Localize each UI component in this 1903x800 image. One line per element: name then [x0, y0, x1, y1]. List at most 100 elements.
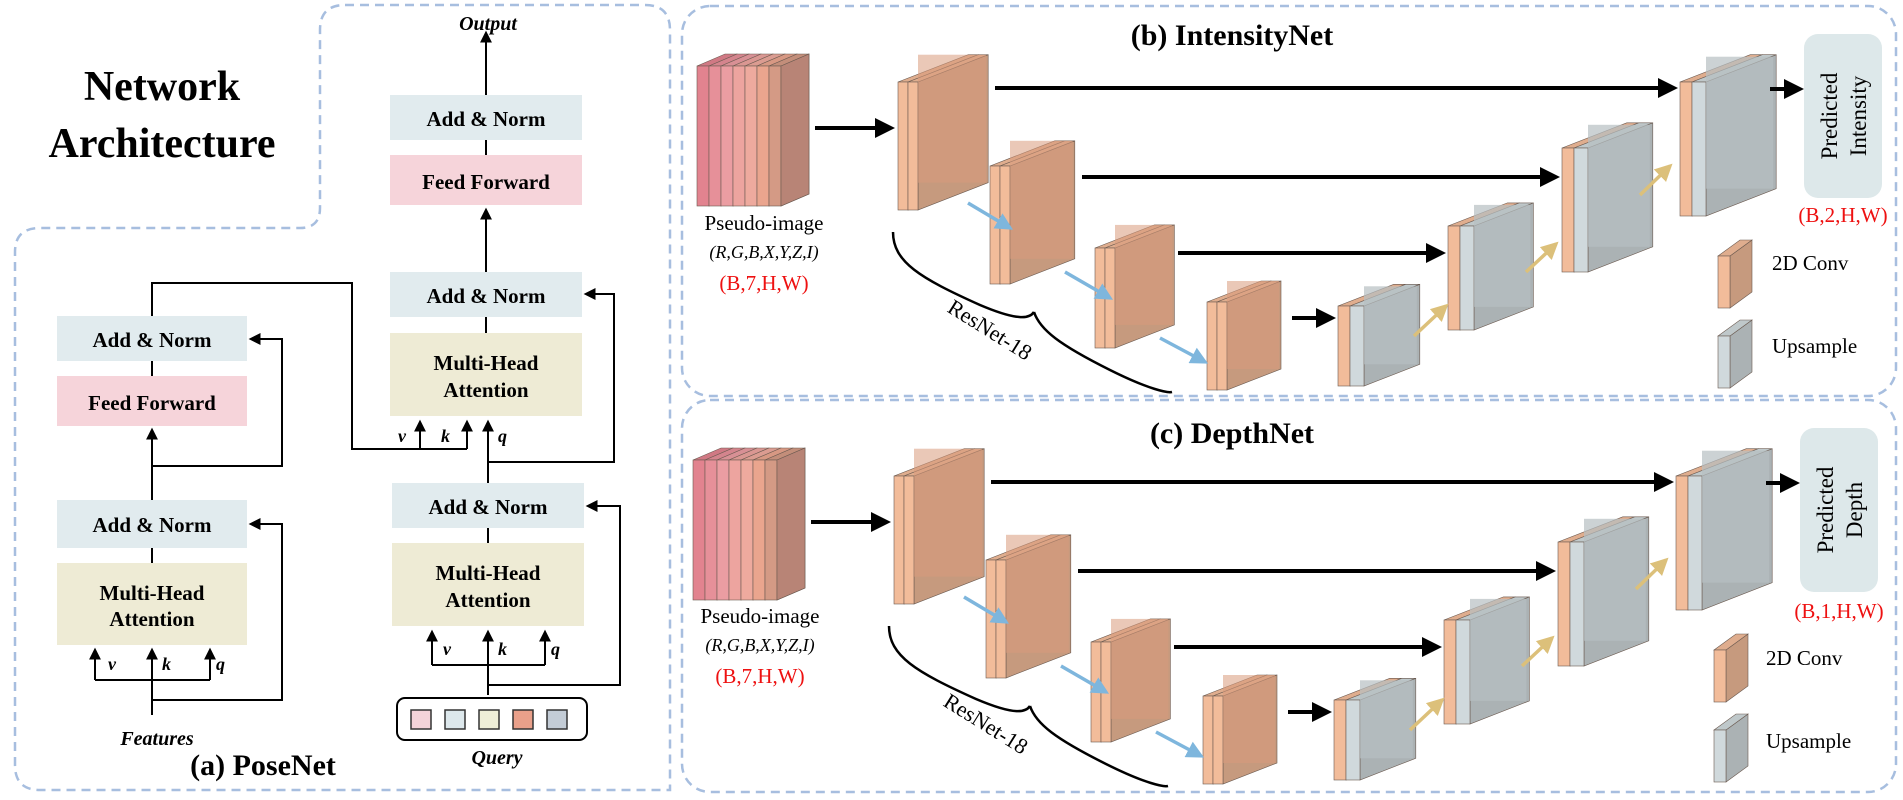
intensitynet-dec-block-3-upsample-front: [1459, 225, 1475, 331]
intensitynet-down-arrow-1: [967, 201, 1014, 230]
depthnet-panel-border: [680, 398, 1898, 794]
decoder-cross-attention: [390, 333, 582, 416]
figure-title-line1: Network: [84, 64, 241, 110]
depthnet-enc-block-1-body: [914, 448, 983, 577]
depthnet-up-arrow-3: [1634, 557, 1669, 591]
depthnet-enc-block-1: [893, 448, 985, 605]
depthnet-legend-conv-icon: [1713, 633, 1749, 703]
decoder-add-norm-mid-label: Add & Norm: [427, 284, 547, 308]
intensitynet-dec-block-4-upsample-front: [1349, 305, 1365, 387]
intensitynet-legend-conv-label: 2D Conv: [1772, 251, 1849, 275]
intensitynet-enc-block-3-layer-1-front: [1094, 247, 1106, 349]
intensitynet-enc-block-1-body: [918, 54, 987, 183]
depthnet-enc-block-4-body: [1223, 675, 1275, 763]
encoder-mha-label-1: Multi-Head: [100, 581, 205, 605]
intensitynet-resnet-brace: [891, 231, 1173, 394]
depthnet-down-arrow-3: [1155, 730, 1205, 758]
query-label: Query: [471, 747, 522, 769]
depthnet-input-slice-7-front: [764, 459, 778, 601]
depthnet-input-slice-4-front: [728, 459, 742, 601]
posenet-panel-border: [13, 3, 672, 792]
encoder-mha-label-2: Attention: [109, 607, 194, 631]
intensitynet-dec-block-2-body: [1588, 124, 1650, 247]
cross-k-label: k: [441, 426, 450, 446]
decoder-cross-attention-label-2: Attention: [443, 378, 528, 402]
depthnet-output-box: [1800, 428, 1878, 592]
posenet-caption: (a) PoseNet: [190, 749, 336, 782]
intensitynet-legend-upsample-label: Upsample: [1772, 334, 1857, 358]
intensitynet-output-shape: (B,2,H,W): [1798, 203, 1887, 227]
intensitynet-dec-block-1-conv-slice-front: [1679, 81, 1693, 217]
depthnet-enc-block-4-layer-1-front: [1202, 695, 1214, 785]
decoder-feed-forward: [390, 155, 582, 205]
output-label: Output: [459, 13, 518, 35]
enc-v-label: v: [108, 654, 117, 674]
depthnet-down-arrow-1: [963, 595, 1010, 624]
depthnet-dec-block-3-upsample-front: [1455, 619, 1471, 725]
depthnet-input-slice-2-front: [704, 459, 718, 601]
depthnet-input-shape: (B,7,H,W): [715, 664, 804, 688]
depthnet-pseudo-image: [692, 447, 806, 601]
encoder-feed-forward-label: Feed Forward: [88, 391, 216, 415]
depthnet-enc-block-3: [1090, 618, 1171, 743]
intensitynet-enc-block-4-body: [1227, 281, 1279, 369]
depthnet-output-label-2: Depth: [1842, 481, 1867, 538]
intensitynet-dec-block-4: [1337, 283, 1421, 387]
depthnet-enc-block-2-body: [1006, 534, 1069, 653]
depthnet-down-arrow-2: [1060, 664, 1110, 694]
figure-title-line2: Architecture: [48, 121, 275, 167]
depthnet-input-slice-1-front: [692, 459, 706, 601]
intensitynet-dec-block-3-conv-slice-front: [1447, 225, 1461, 331]
encoder-to-decoder-path: [151, 282, 467, 450]
depthnet-input-back: [776, 447, 806, 601]
intensitynet-encoder-label: ResNet-18: [943, 294, 1036, 365]
intensitynet-enc-block-4: [1206, 280, 1282, 391]
depthnet-up-arrow-1: [1408, 697, 1445, 732]
intensitynet-down-arrow-2: [1064, 270, 1114, 300]
intensitynet-input-slice-7-front: [768, 65, 782, 207]
intensitynet-enc-block-2-layer-1-front: [989, 165, 1001, 285]
intensitynet-input-slice-1-front: [696, 65, 710, 207]
depthnet-encoder-label: ResNet-18: [939, 688, 1032, 759]
depthnet-up-arrow-2: [1520, 635, 1555, 668]
depthnet-enc-block-2: [985, 534, 1072, 679]
depthnet-input-channels: (R,G,B,X,Y,Z,I): [705, 635, 814, 656]
enc-q-label: q: [216, 654, 225, 674]
depthnet-dec-block-3: [1443, 596, 1530, 725]
intensitynet: [696, 53, 1804, 394]
intensitynet-enc-block-4-layer-2-front: [1216, 301, 1228, 391]
depthnet-input-slice-3-front: [716, 459, 730, 601]
intensitynet-panel-border: [680, 4, 1898, 398]
depthnet-dec-block-4-upsample-front: [1345, 699, 1361, 781]
posenet: Add & Norm Feed Forward Add & Norm Multi…: [57, 13, 621, 782]
query-token-3: [478, 709, 500, 730]
depthnet-enc-block-4: [1202, 674, 1278, 785]
decoder-cross-attention-label-1: Multi-Head: [434, 351, 539, 375]
intensitynet-enc-block-2: [989, 140, 1076, 285]
intensitynet-up-arrow-3: [1638, 163, 1673, 197]
intensitynet-enc-block-1: [897, 54, 989, 211]
decoder-self-attention-label-2: Attention: [445, 588, 530, 612]
intensitynet-enc-block-3: [1094, 224, 1175, 349]
depthnet-input-label: Pseudo-image: [701, 604, 820, 628]
query-token-5: [546, 709, 568, 730]
depthnet-input-slice-5-front: [740, 459, 754, 601]
intensitynet-dec-block-3-body: [1474, 204, 1531, 307]
intensitynet-enc-block-4-layer-1-front: [1206, 301, 1218, 391]
depthnet-enc-block-1-layer-1-front: [893, 475, 905, 605]
depthnet-dec-block-4-body: [1360, 680, 1413, 759]
depthnet-dec-block-1-conv-slice-front: [1675, 475, 1689, 611]
depthnet-legend-upsample-icon: [1713, 713, 1749, 783]
decoder-add-norm-mid: [390, 272, 582, 317]
dec-residual-cross: [488, 288, 615, 463]
depthnet-enc-block-1-layer-2-front: [903, 475, 915, 605]
depthnet-dec-block-1: [1675, 448, 1773, 611]
intensitynet-enc-block-3-body: [1115, 224, 1173, 325]
depthnet-resnet-brace: [887, 625, 1169, 788]
decoder-add-norm-bottom-label: Add & Norm: [429, 495, 549, 519]
intensitynet-dec-block-3: [1447, 202, 1534, 331]
depthnet-dec-block-2-body: [1584, 518, 1646, 641]
decoder-add-norm-bottom: [392, 483, 584, 528]
depthnet-enc-block-4-layer-2-front: [1212, 695, 1224, 785]
depthnet-enc-block-2-layer-1-front: [985, 559, 997, 679]
